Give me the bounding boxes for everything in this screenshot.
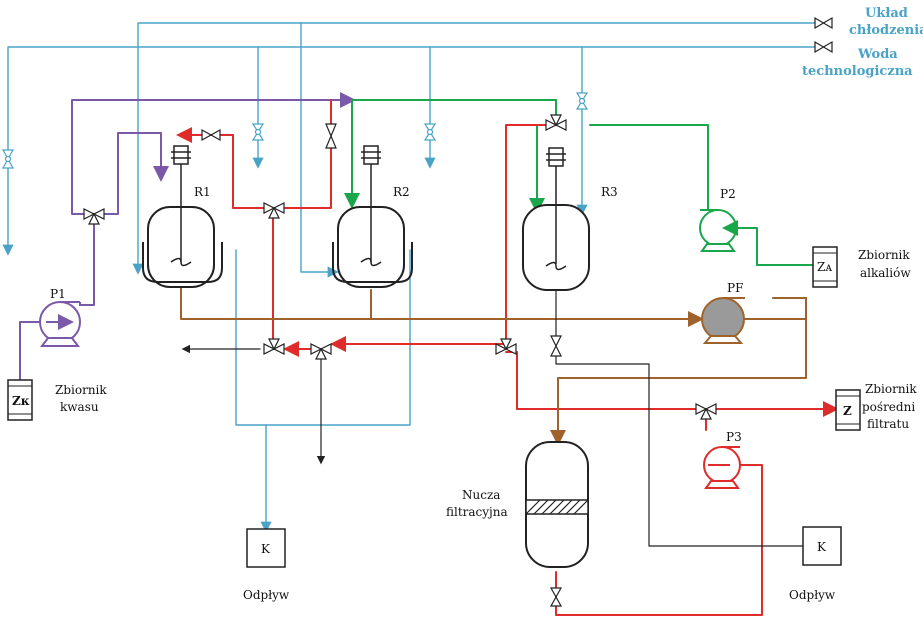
label-chlodzenia: chłodzenia (849, 23, 923, 38)
reactor-r2 (332, 145, 413, 288)
label-p3: P3 (726, 430, 742, 444)
label-r2: R2 (393, 185, 410, 199)
drain-box-left (246, 528, 286, 568)
reactor-r1 (142, 145, 223, 288)
pump-p2 (699, 209, 738, 252)
label-nucza-1: Nucza (462, 488, 500, 502)
label-nucza-2: filtracyjna (446, 505, 508, 519)
nucza-filter (525, 441, 589, 568)
reactor-r3 (522, 147, 590, 291)
label-zbiornik-kwasu-2: kwasu (60, 400, 99, 414)
label-pf: PF (727, 281, 743, 295)
label-zbiornik-kwasu-1: Zbiornik (55, 383, 107, 397)
label-odplyw-left: Odpływ (243, 588, 290, 602)
product-lines (180, 287, 807, 446)
tank-za (812, 246, 838, 288)
pump-p3 (703, 446, 741, 489)
label-r1: R1 (194, 185, 211, 199)
label-k-left: K (261, 542, 271, 556)
label-p2: P2 (720, 187, 736, 201)
pump-pf (701, 297, 745, 344)
label-zk: Zᴋ (12, 394, 30, 408)
cooling-lines (2, 22, 816, 533)
label-technologiczna: technologiczna (802, 64, 913, 79)
label-z: Z (843, 404, 852, 418)
pump-p1 (39, 301, 81, 347)
label-zbiornik-posredni-3: filtratu (867, 417, 909, 431)
alkali-lines (344, 99, 826, 266)
drain-lines (181, 289, 813, 551)
label-woda: Woda (857, 47, 898, 62)
label-zbiornik-posredni-2: pośredni (862, 400, 915, 414)
acid-lines (19, 92, 356, 381)
label-p1: P1 (50, 287, 66, 301)
label-zbiornik-posredni-1: Zbiornik (865, 382, 917, 396)
label-za: Zᴀ (817, 260, 832, 274)
drain-box-right (802, 526, 842, 566)
label-zbiornik-alkaliow-2: alkaliów (860, 266, 911, 280)
label-r3: R3 (601, 185, 618, 199)
label-uklad: Układ (865, 6, 908, 21)
label-zbiornik-alkaliow-1: Zbiornik (858, 248, 910, 262)
tank-z (835, 389, 861, 431)
tank-zk (7, 379, 33, 421)
label-k-right: K (817, 540, 827, 554)
label-odplyw-right: Odpływ (789, 588, 836, 602)
valves (1, 16, 833, 607)
